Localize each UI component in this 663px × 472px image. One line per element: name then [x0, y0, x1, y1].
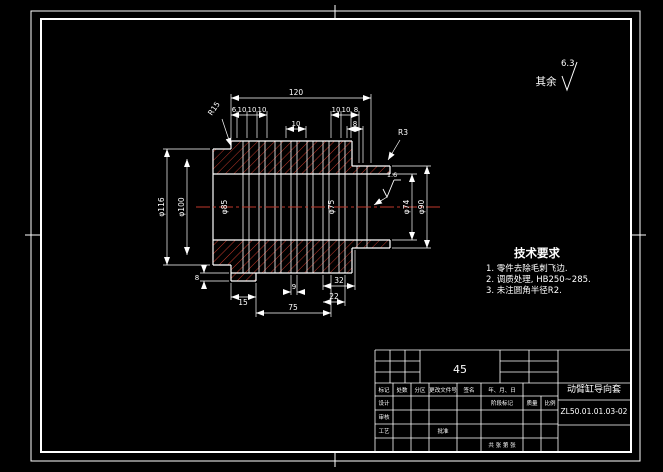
dim-phi74: φ74 [402, 200, 411, 215]
title-block-grid [374, 349, 631, 452]
dim-phi85: φ85 [220, 200, 229, 215]
roughness-check-icon [561, 61, 578, 92]
label-design: 设计 [378, 399, 390, 407]
dimension-lines [164, 95, 430, 316]
dim-seg-8: 10 [292, 120, 301, 128]
title-block: 45 动臂缸导向套 ZL50.01.01.03-02 标记 处数 分区 更改文件… [374, 349, 631, 452]
dim-w22: 22 [329, 292, 339, 301]
tech-req-title: 技术要求 [514, 246, 560, 260]
label-scale: 比例 [544, 399, 556, 407]
roughness-value: 6.3 [561, 59, 575, 69]
dim-radius-r15: R15 [206, 100, 222, 117]
dim-w32: 32 [334, 276, 344, 285]
dimension-texts: 120 6 10 10 10 10 10 8 10 8 R15 R3 1.6 φ… [157, 88, 426, 312]
extension-lines [163, 94, 431, 317]
dim-seg-5: 10 [332, 106, 341, 114]
dim-seg-3: 10 [248, 106, 257, 114]
label-change-doc: 更改文件号 [429, 386, 457, 394]
label-signature: 签名 [463, 386, 474, 394]
title-block-labels: 标记 处数 分区 更改文件号 签名 年、月、日 设计 阶段标记 质量 比例 审核… [378, 386, 556, 449]
dim-roughness-1-6: 1.6 [387, 171, 397, 179]
label-zone: 分区 [414, 386, 426, 394]
dim-h8: 8 [195, 274, 199, 282]
label-date: 年、月、日 [488, 386, 516, 394]
part-name: 动臂缸导向套 [567, 383, 621, 395]
label-stage: 阶段标记 [491, 399, 514, 407]
surface-finish-symbol [382, 179, 401, 199]
material-spec: 45 [453, 363, 467, 376]
technical-requirements: 技术要求 1. 零件去除毛刺飞边. 2. 调质处理, HB250~285. 3.… [486, 246, 591, 296]
tech-req-item: 3. 未注圆角半径R2. [486, 285, 562, 296]
dim-phi100: φ100 [177, 197, 186, 216]
label-process: 工艺 [378, 428, 390, 435]
dim-phi116: φ116 [157, 197, 166, 216]
section-hatching [213, 141, 390, 281]
dim-length-total: 120 [289, 88, 304, 97]
label-approve: 批准 [437, 427, 449, 435]
general-roughness-note: 其余 6.3 [536, 59, 578, 92]
roughness-label: 其余 [536, 75, 557, 88]
label-check: 审核 [378, 413, 390, 421]
tech-req-item: 2. 调质处理, HB250~285. [486, 274, 591, 285]
dim-phi90: φ90 [417, 200, 426, 215]
dim-seg-9: 8 [353, 120, 357, 128]
dim-w75: 75 [288, 303, 298, 312]
drawing-number: ZL50.01.01.03-02 [561, 407, 628, 416]
sheet-frame [25, 5, 646, 467]
label-sheets: 共 张 第 张 [488, 441, 516, 449]
dim-phi75: φ75 [327, 200, 336, 215]
label-mark: 标记 [378, 386, 390, 394]
dim-seg-6: 10 [342, 106, 351, 114]
dim-w9: 9 [292, 283, 296, 291]
tech-req-item: 1. 零件去除毛刺飞边. [486, 263, 568, 274]
dim-w15: 15 [238, 298, 248, 307]
dim-seg-2: 10 [238, 106, 247, 114]
dim-seg-4: 10 [258, 106, 267, 114]
dim-radius-r3: R3 [398, 128, 408, 137]
label-weight: 质量 [526, 399, 538, 407]
dim-seg-7: 8 [354, 106, 358, 114]
label-count: 处数 [396, 386, 408, 394]
dim-seg-1: 6 [232, 106, 237, 114]
